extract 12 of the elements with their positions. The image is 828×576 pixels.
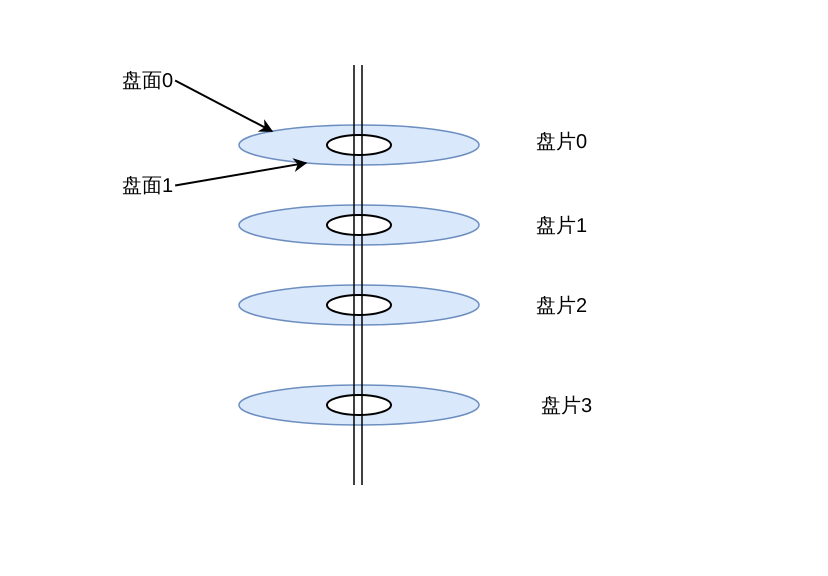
platter-ellipse	[238, 124, 480, 166]
arrow	[174, 80, 274, 132]
surface-label: 盘面0	[122, 67, 174, 94]
arrow	[174, 158, 308, 186]
platter-label: 盘片0	[536, 130, 588, 155]
platter-label: 盘片3	[541, 394, 592, 419]
platter-label: 盘片2	[536, 294, 588, 319]
platter-label: 盘片1	[536, 214, 588, 239]
surface-label: 盘面1	[122, 172, 174, 199]
platter-ellipse	[238, 204, 480, 246]
platter-ellipse	[238, 284, 480, 326]
platter-ellipse	[238, 384, 480, 426]
